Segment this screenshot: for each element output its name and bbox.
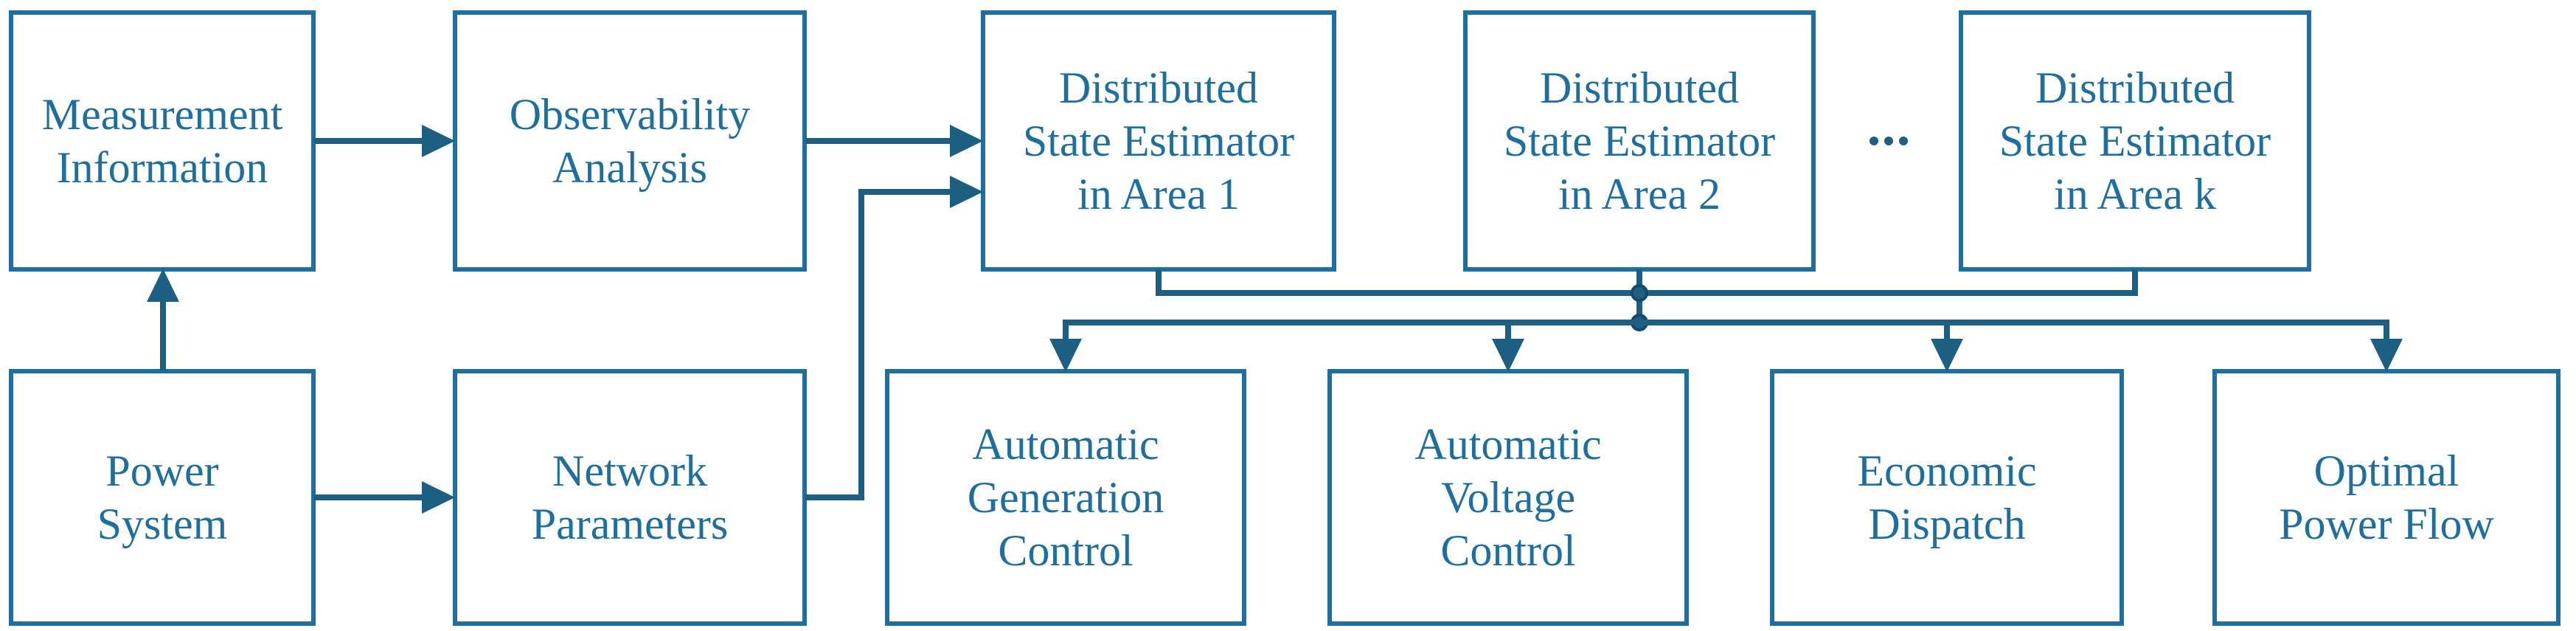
ellipsis-dot [1884,137,1893,145]
box-label-line: Dispatch [1868,500,2026,548]
arrowhead-down-avc [1492,339,1524,372]
box-label-line: Power Flow [2279,500,2494,548]
box-label-line: State Estimator [1503,117,1776,165]
box-label-line: in Area k [2054,170,2216,218]
box-label-line: Distributed [2035,63,2235,112]
box-label-line: State Estimator [1999,117,2271,165]
junction-dot-upper [1631,284,1648,302]
box-label-line: Control [1440,526,1576,575]
box-label-line: System [97,500,228,548]
box-economic-dispatch: Economic Dispatch [1770,369,2124,626]
box-label-line: Automatic [972,420,1159,469]
box-label-line: Control [998,526,1133,575]
arrowhead-right-dse1-upper [950,125,983,157]
box-dse-area-1: Distributed State Estimator in Area 1 [981,10,1336,272]
connector-dse1-drop [1156,269,1162,296]
arrowhead-right-network [422,481,455,514]
box-label-line: Information [56,143,268,192]
connector-observability-to-dse1-stem [805,138,951,144]
ellipsis-dots [1869,137,1908,145]
arrowhead-right-dse1-lower [950,176,983,208]
connector-power-to-measurement-stem [160,300,166,370]
connector-power-to-network-stem [314,494,425,500]
arrowhead-up-measurement [147,269,179,302]
box-observability-analysis: Observability Analysis [453,10,807,272]
box-label-line: State Estimator [1022,117,1295,165]
box-dse-area-k: Distributed State Estimator in Area k [1959,10,2311,272]
connector-measurement-to-observability-stem [314,138,425,144]
connector-bus-to-ed-stem [1944,320,1950,340]
box-automatic-voltage-control: Automatic Voltage Control [1327,369,1689,626]
box-label-line: Measurement [41,90,283,139]
box-label-line: Distributed [1059,63,1258,112]
box-label-line: Power [105,446,219,495]
box-label-line: Optimal [2313,446,2459,495]
arrowhead-down-ed [1931,339,1963,372]
connector-network-elbow-h1 [805,494,864,500]
box-label-line: Observability [509,90,751,139]
lower-bus-line [1063,320,2389,325]
box-label-line: Voltage [1440,473,1576,522]
box-label-line: Automatic [1414,420,1602,469]
box-automatic-generation-control: Automatic Generation Control [885,369,1246,626]
box-dse-area-2: Distributed State Estimator in Area 2 [1463,10,1816,272]
arrowhead-right-observability [422,125,455,157]
arrowhead-down-agc [1049,339,1082,372]
box-label-line: in Area 2 [1558,170,1721,218]
box-label-line: in Area 1 [1077,170,1240,218]
box-measurement-information: Measurement Information [9,10,316,272]
box-network-parameters: Network Parameters [453,369,807,626]
connector-network-elbow-h2 [858,189,951,195]
ellipsis-dot [1899,137,1908,145]
box-label-line: Generation [967,473,1164,522]
box-label-line: Economic [1857,446,2037,495]
connector-bus-to-agc-stem [1063,320,1069,340]
box-optimal-power-flow: Optimal Power Flow [2212,369,2561,626]
box-label-line: Distributed [1540,63,1739,112]
box-label-line: Analysis [552,143,707,192]
connector-bus-to-avc-stem [1505,320,1511,340]
ellipsis-dot [1869,137,1878,145]
box-label-line: Parameters [531,500,729,548]
arrowhead-down-opf [2370,339,2403,372]
box-label-line: Network [552,446,707,495]
connector-bus-to-opf-stem [2384,320,2389,340]
connector-dsek-drop [2132,269,2138,296]
box-power-system: Power System [9,369,316,626]
connector-network-elbow-vertical [858,189,864,500]
